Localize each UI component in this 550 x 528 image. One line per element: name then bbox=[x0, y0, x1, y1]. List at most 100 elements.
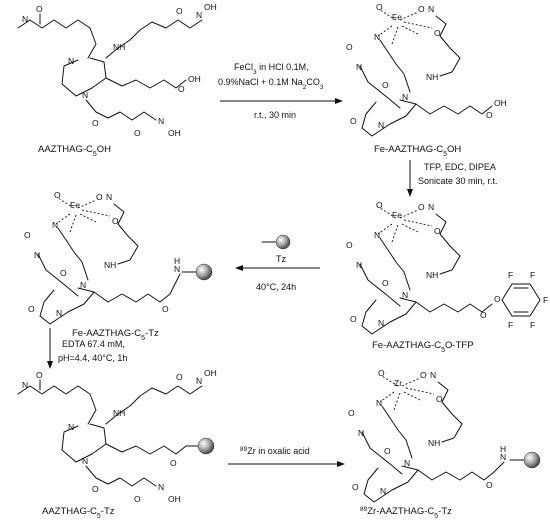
atom-n: N bbox=[22, 380, 28, 390]
atom-n: N bbox=[430, 370, 436, 380]
atom-o: O bbox=[346, 42, 353, 52]
atom-n: N bbox=[378, 318, 384, 328]
atom-o: O bbox=[382, 80, 389, 90]
condition-line: 89Zr in oxalic acid bbox=[240, 446, 310, 457]
atom-o: O bbox=[384, 446, 391, 456]
atom-nh: NH bbox=[426, 270, 438, 280]
atom-o: O bbox=[346, 240, 353, 250]
atom-o: O bbox=[60, 268, 67, 278]
atom-oh: OH bbox=[204, 2, 217, 12]
atom-n: N bbox=[404, 458, 410, 468]
atom-n: N bbox=[376, 398, 382, 408]
atom-n: N bbox=[196, 10, 202, 20]
atom-o: O bbox=[134, 494, 141, 504]
label-fe-aazthag-c5o-tfp: Fe-AAZTHAG-C5O-TFP bbox=[372, 340, 474, 354]
atom-o: O bbox=[112, 216, 119, 226]
atom-n: N bbox=[196, 376, 202, 386]
tz-bead-icon bbox=[197, 437, 215, 455]
structure-aazthag-c5-tz: N O NH O N OH N N O O N OH O AAZTHAG-C5-… bbox=[17, 368, 217, 520]
atom-o: O bbox=[434, 28, 441, 38]
structure-fe-aazthag-c5-tz: Fe O O N O N N O NH O N N O O N H Fe-AAZ… bbox=[24, 190, 213, 342]
atom-o: O bbox=[420, 370, 427, 380]
label-zr89-aazthag-c5-tz: 89Zr-AAZTHAG-C5-Tz bbox=[360, 506, 452, 520]
atom-fe: Fe bbox=[392, 12, 402, 22]
atom-n: N bbox=[56, 308, 62, 318]
atom-n: N bbox=[68, 56, 74, 66]
condition-line: Sonicate 30 min, r.t. bbox=[418, 176, 498, 186]
atom-n: N bbox=[106, 192, 112, 202]
atom-o: O bbox=[480, 310, 487, 320]
atom-o: O bbox=[486, 110, 493, 120]
atom-n: N bbox=[358, 428, 364, 438]
structure-aazthag-c5oh: N O NH O N OH N N O OH O N OH O AAZTHAG-… bbox=[17, 2, 217, 158]
atom-nh: NH bbox=[113, 408, 125, 418]
atom-n: N bbox=[82, 456, 88, 466]
atom-n: N bbox=[52, 220, 58, 230]
step-3-tz-conjugation: Tz 40°C, 24h bbox=[235, 234, 320, 292]
atom-n: N bbox=[374, 32, 380, 42]
atom-o: O bbox=[92, 484, 99, 494]
atom-oh: OH bbox=[494, 98, 507, 108]
atom-o: O bbox=[54, 190, 61, 200]
atom-n: N bbox=[82, 90, 88, 100]
step-5-zr89-labeling: 89Zr in oxalic acid bbox=[228, 446, 345, 467]
atom-n: N bbox=[34, 250, 40, 260]
atom-f: F bbox=[508, 320, 513, 330]
step-4-edta-demetallation: EDTA 67.4 mM, pH=4.4, 40°C, 1h bbox=[47, 328, 127, 369]
atom-oh: OH bbox=[168, 128, 181, 138]
atom-o: O bbox=[418, 4, 425, 14]
atom-oh: OH bbox=[168, 494, 181, 504]
atom-n: N bbox=[402, 92, 408, 102]
label-fe-aazthag-c5oh: Fe-AAZTHAG-C5OH bbox=[374, 144, 461, 158]
atom-oh: OH bbox=[204, 368, 217, 378]
atom-n: N bbox=[428, 202, 434, 212]
tz-bead-icon bbox=[195, 263, 213, 281]
atom-n: N bbox=[356, 62, 362, 72]
atom-o: O bbox=[176, 6, 183, 16]
atom-o: O bbox=[348, 408, 355, 418]
atom-o: O bbox=[378, 368, 385, 378]
structure-zr89-aazthag-c5-tz: Zr O O N O N N O NH O N N O O N H 89Zr-A… bbox=[348, 368, 541, 520]
label-fe-aazthag-c5-tz: Fe-AAZTHAG-C5-Tz bbox=[72, 328, 159, 342]
atom-o: O bbox=[92, 118, 99, 128]
atom-nh: NH bbox=[104, 260, 116, 270]
atom-n: N bbox=[22, 14, 28, 24]
atom-o: O bbox=[28, 304, 35, 314]
atom-o: O bbox=[36, 370, 43, 380]
atom-o: O bbox=[434, 226, 441, 236]
atom-o: O bbox=[436, 394, 443, 404]
atom-n: N bbox=[356, 260, 362, 270]
condition-line: TFP, EDC, DIPEA bbox=[424, 162, 496, 172]
label-aazthag-c5oh: AAZTHAG-C5OH bbox=[38, 144, 111, 158]
atom-zr: Zr bbox=[394, 378, 402, 388]
atom-n: N bbox=[380, 486, 386, 496]
atom-nh: NH bbox=[428, 438, 440, 448]
condition-line: Tz bbox=[276, 254, 286, 264]
atom-h: H bbox=[174, 256, 180, 266]
atom-o: O bbox=[96, 192, 103, 202]
atom-o: O bbox=[134, 128, 141, 138]
atom-n: N bbox=[174, 264, 180, 274]
structure-fe-aazthag-c5oh: Fe O O N O N N O NH O N N O O OH Fe-AAZT… bbox=[346, 2, 507, 158]
step-1-fe-complexation: FeCl3 in HCl 0.1M, 0.9%NaCl + 0.1M Na2CO… bbox=[218, 62, 343, 120]
atom-nh: NH bbox=[113, 42, 125, 52]
atom-n: N bbox=[158, 482, 164, 492]
atom-o: O bbox=[382, 278, 389, 288]
atom-o: O bbox=[352, 482, 359, 492]
atom-o: O bbox=[486, 480, 493, 490]
condition-line: FeCl3 in HCl 0.1M, bbox=[234, 62, 309, 76]
atom-o: O bbox=[350, 314, 357, 324]
atom-n: N bbox=[68, 422, 74, 432]
atom-o: O bbox=[418, 202, 425, 212]
step-2-tfp-activation: TFP, EDC, DIPEA Sonicate 30 min, r.t. bbox=[407, 160, 498, 197]
condition-line: EDTA 67.4 mM, bbox=[62, 339, 125, 349]
atom-fe: Fe bbox=[70, 200, 80, 210]
atom-o: O bbox=[376, 200, 383, 210]
atom-o: O bbox=[350, 116, 357, 126]
atom-n: N bbox=[428, 4, 434, 14]
atom-o: O bbox=[36, 4, 43, 14]
atom-f: F bbox=[508, 270, 513, 280]
atom-n: N bbox=[158, 116, 164, 126]
